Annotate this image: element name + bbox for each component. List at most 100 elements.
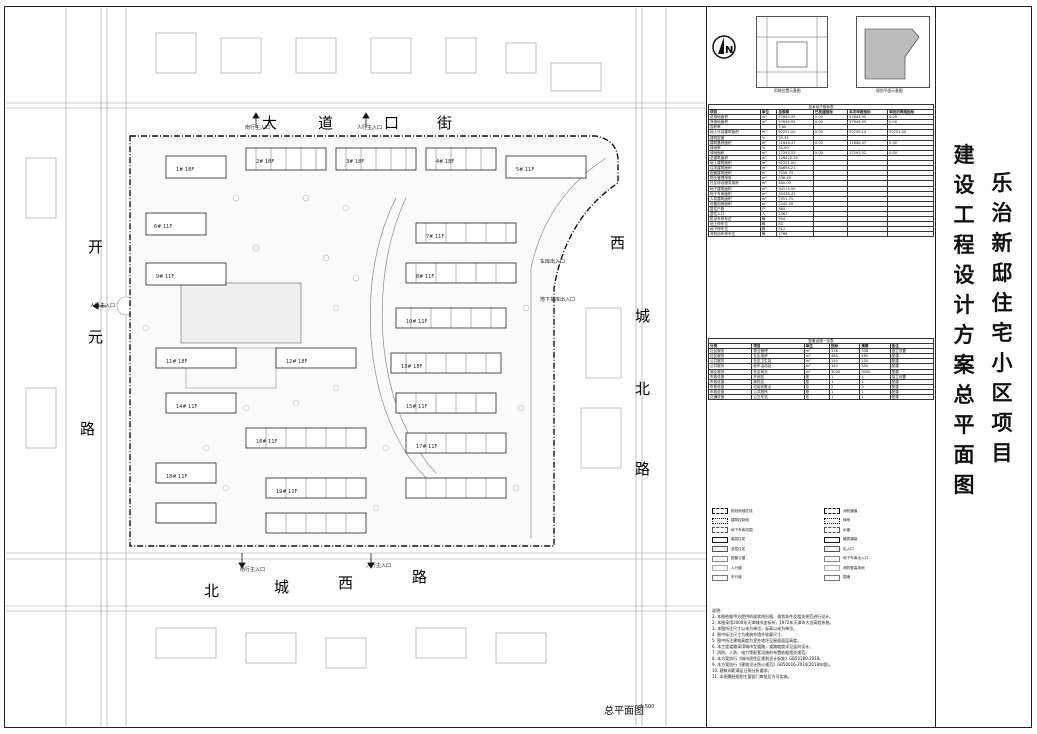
title-char: 乐 bbox=[991, 171, 1013, 195]
title-char: 总 bbox=[953, 383, 975, 407]
building-label: 1# 18F bbox=[176, 167, 195, 173]
building-label: 3# 18F bbox=[346, 159, 365, 165]
street-right-2: 城 bbox=[635, 307, 651, 325]
legend-label: 人行道 bbox=[731, 565, 742, 570]
legend-symbol-icon bbox=[712, 546, 728, 552]
note-line: 9. 本方案执行《建筑设计防火规范》GB50016-2014(2018年版)。 bbox=[712, 662, 833, 667]
title-char: 宅 bbox=[991, 321, 1013, 345]
street-top-2: 道 bbox=[318, 114, 334, 132]
plan-thumbnail bbox=[856, 16, 930, 88]
table-cell: 社区综合服务用房 bbox=[708, 180, 761, 187]
building-label: 18# 11F bbox=[166, 474, 188, 480]
legend-symbol-icon bbox=[824, 565, 840, 571]
legend-symbol-icon bbox=[712, 527, 728, 533]
title-char: 住 bbox=[991, 291, 1013, 315]
legend-item: 规划用地红线 bbox=[712, 508, 753, 514]
table-cell: 交通设施 bbox=[707, 394, 753, 401]
title-char: 计 bbox=[953, 293, 975, 317]
legend-item: 配套公建 bbox=[712, 555, 746, 562]
note-line: 8. 本方案执行《城市居住区规划设计标准》GB50180-2018。 bbox=[712, 656, 824, 661]
legend-label: 配套公建 bbox=[731, 556, 746, 560]
legend-symbol-icon bbox=[824, 574, 840, 581]
sheet-frame bbox=[4, 6, 1032, 728]
legend-symbol-icon bbox=[824, 527, 840, 533]
legend: 规划用地红线建筑控制线地下车库范围高层住宅多层住宅配套公建人行道车行道消防通道绿… bbox=[712, 508, 936, 586]
table-header: 审批的网络指标 bbox=[887, 109, 934, 116]
legend-symbol-icon bbox=[824, 546, 840, 552]
legend-label: 水景 bbox=[843, 527, 851, 532]
table-cell: 配建 bbox=[889, 394, 935, 401]
legend-item: 消防登高场地 bbox=[824, 565, 865, 571]
drawing-title-right: 乐治新邸住宅小区项目 bbox=[988, 168, 1016, 468]
central-plaza bbox=[180, 282, 302, 344]
legend-symbol-icon bbox=[824, 555, 840, 562]
street-top-3: 口 bbox=[384, 114, 400, 132]
legend-item: 水景 bbox=[824, 527, 850, 533]
legend-symbol-icon bbox=[824, 517, 840, 524]
title-char: 工 bbox=[953, 203, 975, 227]
legend-item: 建筑控制线 bbox=[712, 517, 749, 524]
legend-item: 地下车库出入口 bbox=[824, 555, 869, 562]
location-thumbnail bbox=[756, 16, 828, 88]
note-line: 2. 本图采用2000年天津城市坐标系，1972年天津市大沽高程系统。 bbox=[712, 620, 834, 625]
table-cell: 处 bbox=[803, 394, 831, 401]
legend-item: 高层住宅 bbox=[712, 536, 745, 543]
legend-label: 消防通道 bbox=[843, 508, 858, 513]
building-label: 17# 11F bbox=[416, 444, 438, 450]
street-bottom-2: 城 bbox=[274, 578, 290, 596]
plan-scale: 1:500 bbox=[640, 704, 655, 710]
entrance-label: 人行主入口 bbox=[357, 125, 383, 131]
legend-item: 人行道 bbox=[712, 565, 742, 571]
entrance-label: 地下车库出入口 bbox=[540, 297, 576, 303]
legend-label: 硬质铺装 bbox=[843, 537, 858, 541]
table-cell: 辆 bbox=[759, 231, 778, 238]
building-label: 16# 11F bbox=[256, 439, 278, 445]
title-char: 项 bbox=[991, 411, 1013, 435]
building-label: 14# 11F bbox=[176, 404, 198, 410]
drawing-title-left: 建设工程设计方案总平面图 bbox=[950, 140, 978, 500]
table-cell: 地上计容建筑面积 bbox=[708, 129, 761, 136]
title-char: 方 bbox=[953, 323, 975, 347]
legend-label: 地下车库出入口 bbox=[843, 556, 869, 560]
street-bottom-4: 路 bbox=[412, 568, 428, 586]
legend-item: 多层住宅 bbox=[712, 546, 745, 552]
table-cell bbox=[812, 231, 849, 238]
note-line: 11. 本图需经规划主管部门审批后方可实施。 bbox=[712, 674, 792, 679]
legend-item: 出入口 bbox=[824, 546, 854, 552]
legend-item: 地下车库范围 bbox=[712, 527, 753, 533]
legend-item: 消防通道 bbox=[824, 508, 857, 514]
legend-item: 车行道 bbox=[712, 574, 742, 581]
table-cell bbox=[887, 231, 934, 238]
building-label: 11# 18F bbox=[166, 359, 188, 365]
title-char: 区 bbox=[991, 381, 1013, 405]
street-left-3: 路 bbox=[80, 420, 96, 438]
building-label: 12# 18F bbox=[286, 359, 308, 365]
legend-label: 规划用地红线 bbox=[731, 508, 753, 513]
building-label: 2# 18F bbox=[256, 159, 275, 165]
title-char: 案 bbox=[953, 353, 975, 377]
street-bottom-3: 西 bbox=[338, 574, 354, 592]
title-divider bbox=[935, 6, 936, 728]
table-cell: 非机动车停车位 bbox=[708, 231, 761, 238]
legend-symbol-icon bbox=[824, 536, 840, 543]
legend-symbol-icon bbox=[712, 536, 728, 543]
context-roads bbox=[6, 8, 706, 726]
north-arrow-icon: N bbox=[712, 35, 736, 59]
street-top-4: 街 bbox=[437, 114, 453, 132]
building-label: 4# 18F bbox=[436, 159, 455, 165]
table-title: 配套设施一览表 bbox=[708, 337, 934, 345]
thumbnail-label: 规划平面示意图 bbox=[876, 88, 903, 93]
building-label: 8# 11F bbox=[416, 274, 435, 280]
table-header: 已批建指标 bbox=[812, 109, 849, 116]
building-label: 19# 11F bbox=[276, 489, 298, 495]
building-label: 5# 11F bbox=[516, 167, 535, 173]
street-left-2: 元 bbox=[88, 328, 104, 346]
title-char: 设 bbox=[953, 263, 975, 287]
building-label: 15# 11F bbox=[406, 404, 428, 410]
table-cell: 公交车站 bbox=[751, 394, 805, 401]
trees bbox=[142, 194, 530, 512]
